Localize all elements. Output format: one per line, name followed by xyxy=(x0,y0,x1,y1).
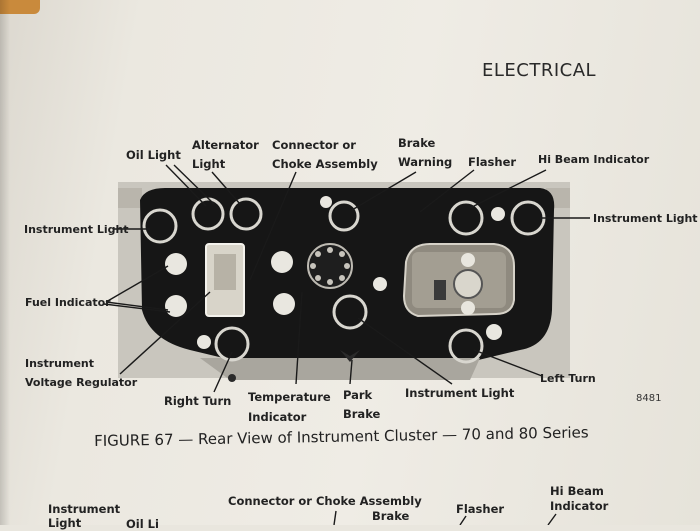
label-instrument-light-bottom: Instrument Light xyxy=(405,386,515,400)
voltage-regulator-core xyxy=(214,254,236,290)
bulb-small-right xyxy=(491,207,505,221)
bulb-small-lower-left xyxy=(197,335,211,349)
label-hi-beam-indicator: Hi Beam Indicator xyxy=(538,153,650,166)
socket-left-turn xyxy=(448,328,484,364)
mounting-ear-left xyxy=(118,188,142,208)
next-label-hi-beam-line2: Indicator xyxy=(550,499,609,513)
cluster-lower-lip xyxy=(200,358,480,380)
label-brake-warning-line1: Brake xyxy=(398,136,436,150)
label-fuel-indicator: Fuel Indicator xyxy=(25,296,111,309)
next-label-instrument-line1: Instrument xyxy=(48,502,121,516)
pcb-component xyxy=(434,280,446,300)
connector-pins xyxy=(310,247,350,285)
page-corner-tab xyxy=(0,0,40,14)
label-flasher: Flasher xyxy=(468,155,517,169)
pcb-bottom-bulb xyxy=(461,301,475,315)
label-instrument-light-left: Instrument Light xyxy=(24,223,129,236)
park-brake-mark xyxy=(340,350,360,362)
label-oil-light: Oil Light xyxy=(126,148,181,162)
bulb-temperature-lower xyxy=(273,293,295,315)
socket-brake-warning xyxy=(328,200,360,232)
socket-alternator-light xyxy=(229,197,263,231)
label-voltage-regulator-line1: Instrument xyxy=(25,357,94,370)
socket-instrument-light-bottom xyxy=(332,294,368,330)
leader-lines xyxy=(103,164,590,393)
next-label-hi-beam-line1: Hi Beam xyxy=(550,484,604,498)
bulb-temperature-upper xyxy=(271,251,293,273)
pcb-center-socket xyxy=(453,269,483,299)
label-temperature-indicator-line2: Indicator xyxy=(248,410,307,424)
section-header: ELECTRICAL xyxy=(482,60,597,81)
label-alternator-light-line1: Alternator xyxy=(192,138,259,152)
bulb-fuel-lower xyxy=(165,295,187,317)
label-left-turn: Left Turn xyxy=(540,372,596,385)
label-temperature-indicator-line1: Temperature xyxy=(248,390,331,404)
pcb-top-bulb xyxy=(461,253,475,267)
bulb-small-center xyxy=(373,277,387,291)
label-alternator-light-line2: Light xyxy=(192,157,226,171)
label-park-brake-line2: Brake xyxy=(343,407,381,421)
label-voltage-regulator-line2: Voltage Regulator xyxy=(25,376,138,389)
figure-number: 8481 xyxy=(636,393,662,404)
label-park-brake-line1: Park xyxy=(343,388,373,402)
next-label-flasher: Flasher xyxy=(456,502,505,516)
next-label-brake: Brake xyxy=(372,509,410,523)
label-brake-warning-line2: Warning xyxy=(398,155,453,169)
label-connector-choke-line1: Connector or xyxy=(272,138,356,152)
label-connector-choke-line2: Choke Assembly xyxy=(272,157,378,171)
bulb-fuel-upper xyxy=(165,253,187,275)
right-turn-mark xyxy=(228,374,236,382)
socket-hi-beam xyxy=(448,200,484,236)
bulb-small-top xyxy=(320,196,332,208)
socket-instrument-light-left xyxy=(142,208,178,244)
bulb-small-lower-right xyxy=(486,324,502,340)
socket-right-turn xyxy=(214,326,250,362)
next-label-connector-choke: Connector or Choke Assembly xyxy=(228,494,422,508)
page-edge-shadow xyxy=(0,0,10,525)
label-right-turn: Right Turn xyxy=(164,394,232,408)
label-instrument-light-right: Instrument Light xyxy=(593,212,698,225)
